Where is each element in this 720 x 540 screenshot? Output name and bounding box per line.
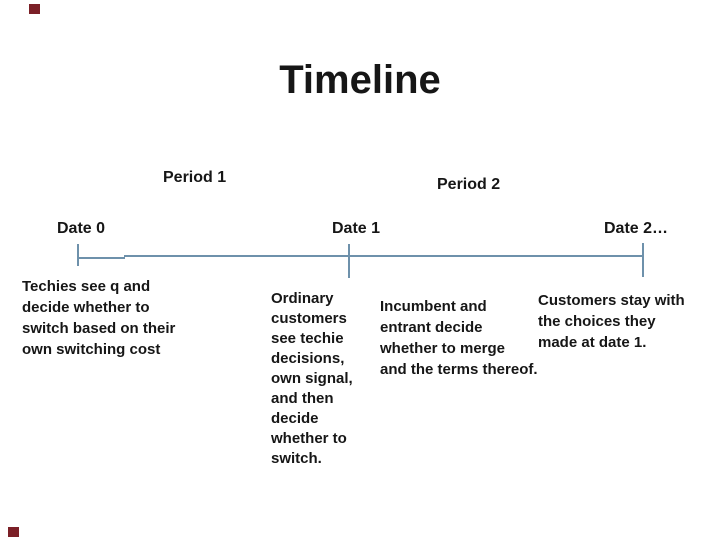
corner-mark-top-left <box>29 4 40 14</box>
annotation-customers-stay: Customers stay with the choices they mad… <box>538 292 685 351</box>
timeline-tick-date-0 <box>77 244 79 266</box>
period-1-label: Period 1 <box>163 169 227 186</box>
date-2-label: Date 2… <box>604 220 669 237</box>
slide-title: Timeline <box>279 58 441 102</box>
date-0-label: Date 0 <box>57 220 106 237</box>
annotation-techies: Techies see q and decide whether to swit… <box>22 278 176 358</box>
annotation-ordinary-customers: Ordinary customers see techie decisions,… <box>271 290 353 467</box>
period-2-label: Period 2 <box>437 176 501 193</box>
timeline-line-segment-left <box>78 257 125 259</box>
timeline-tick-date-1 <box>348 244 350 278</box>
corner-mark-bottom-left <box>8 527 19 537</box>
annotation-incumbent-entrant: Incumbent and entrant decide whether to … <box>380 298 538 378</box>
date-1-label: Date 1 <box>332 220 381 237</box>
timeline-tick-date-2 <box>642 243 644 277</box>
timeline-line-segment-main <box>124 255 643 257</box>
